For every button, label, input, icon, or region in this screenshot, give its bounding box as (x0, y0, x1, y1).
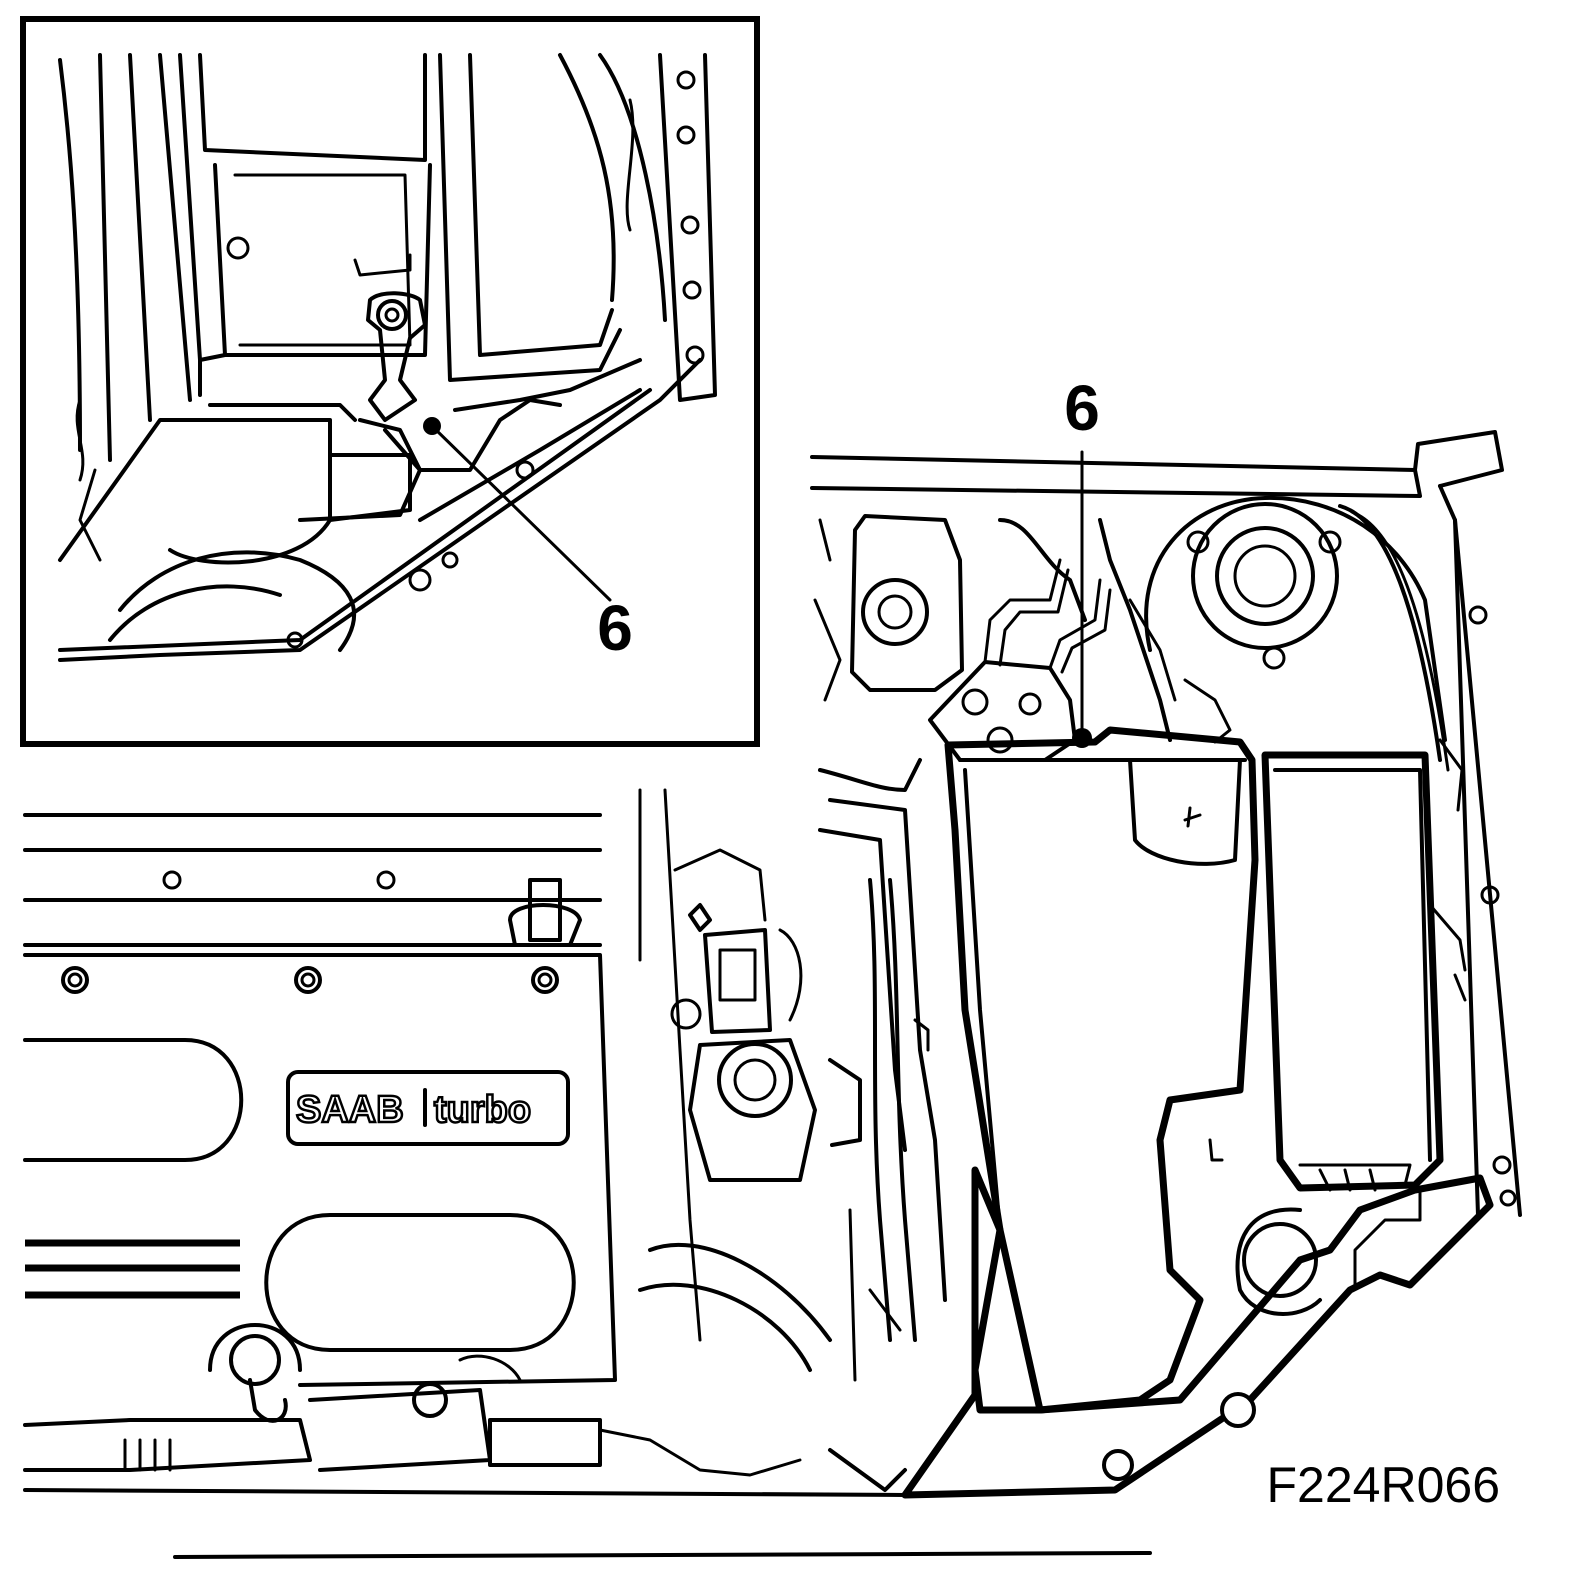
cowl-rail (810, 430, 1522, 1217)
coolant-tank (638, 788, 862, 1372)
logo-model-text: turbo (434, 1089, 531, 1131)
lower-hoses (23, 1323, 802, 1477)
lower-bracket (901, 1166, 1494, 1499)
strut-tower (1144, 495, 1450, 772)
hoses (818, 758, 947, 1382)
engine-cover (23, 813, 617, 1387)
inset-detail (20, 16, 760, 747)
reservoir (813, 514, 964, 702)
inset-callout-label: 6 (597, 592, 633, 664)
abs-unit (928, 518, 1232, 762)
relay-box (1261, 738, 1467, 1192)
figure-code: F224R066 (1267, 1457, 1501, 1513)
main-callout-label: 6 (1064, 372, 1100, 444)
logo-brand-text: SAAB (296, 1089, 404, 1131)
main-view (23, 430, 1522, 1559)
control-module-cover (944, 726, 1259, 1414)
front-panel (23, 1448, 1152, 1559)
main-callout-leader (1072, 450, 1092, 748)
